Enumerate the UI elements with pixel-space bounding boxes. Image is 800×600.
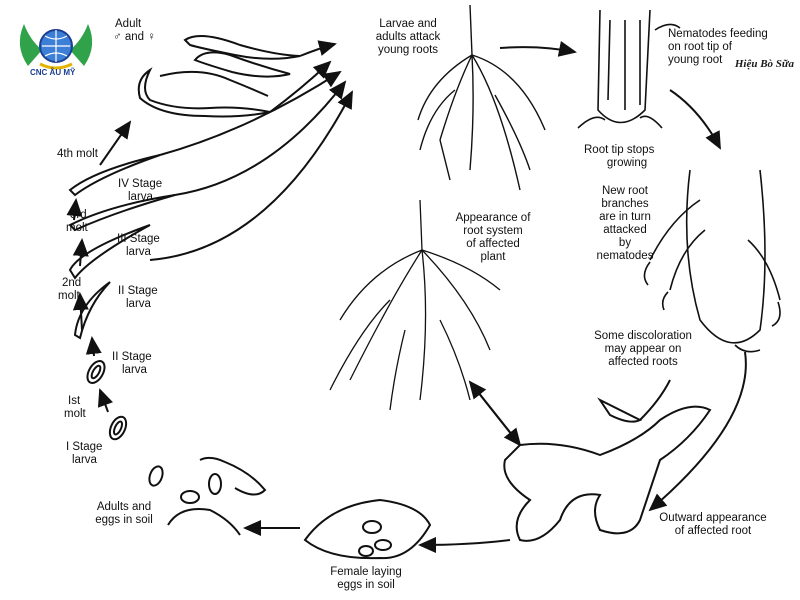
label-stage3-2: larva [126, 246, 151, 258]
label-outward-2: of affected root [674, 525, 752, 537]
label-molt4: 4th molt [57, 148, 98, 160]
root-tip [577, 9, 681, 129]
galled-root [643, 169, 781, 353]
label-appearance-4: plant [480, 251, 506, 263]
label-stage2b-1: II Stage [118, 285, 158, 297]
label-appearance-3: of affected [466, 238, 520, 250]
label-larvae-attack-2: adults attack [375, 31, 441, 43]
label-new-root-3: are in turn [599, 211, 651, 223]
label-outward-1: Outward appearance [659, 512, 767, 524]
affected-root-system [329, 199, 501, 411]
adult-worms [137, 35, 301, 118]
label-molt2-1: 2nd [62, 277, 82, 289]
label-molt3-1: 3rd [70, 209, 87, 221]
label-nematode-2: on root tip of [668, 41, 732, 53]
label-stage4-1: IV Stage [118, 178, 163, 190]
label-root-tip-2: growing [606, 157, 648, 169]
young-root-system [417, 4, 546, 191]
label-new-root-4: attacked [603, 224, 647, 236]
label-larvae-attack-1: Larvae and [379, 18, 437, 30]
label-molt1-2: molt [64, 408, 86, 420]
label-stage1-2: larva [72, 454, 97, 466]
label-new-root-5: by [618, 237, 632, 249]
larval-stages [68, 154, 176, 340]
affected-root-outline [503, 379, 712, 542]
label-female-1: Female laying [330, 566, 402, 578]
female-nematode [303, 498, 432, 560]
label-adults-eggs-1: Adults and [96, 501, 152, 513]
label-appearance-2: root system [463, 225, 523, 237]
label-adult-sex: ♂ and ♀ [113, 31, 156, 43]
label-discolor-2: may appear on [604, 343, 682, 355]
label-molt2-2: molt [58, 290, 80, 302]
label-new-root-1: New root [601, 185, 649, 197]
label-new-root-6: nematodes [596, 250, 654, 262]
label-root-tip-1: Root tip stops [584, 144, 655, 156]
label-nematode-1: Nematodes feeding [668, 28, 768, 40]
curves-to-roots [149, 40, 747, 553]
label-stage1-1: I Stage [66, 441, 103, 453]
label-adult: Adult [115, 18, 142, 30]
logo-text: CNC ÂU MỸ [30, 68, 76, 77]
label-molt1-1: Ist [68, 395, 81, 407]
eggs-larvae [86, 360, 164, 487]
label-stage2b-2: larva [126, 298, 151, 310]
double-arrow [468, 380, 522, 447]
label-larvae-attack-3: young roots [377, 44, 439, 56]
label-nematode-3: young root [668, 54, 723, 66]
label-appearance-1: Appearance of [455, 212, 531, 224]
label-stage3-1: III Stage [117, 233, 160, 245]
label-stage2a-2: larva [122, 364, 147, 376]
watermark-text: Hiệu Bò Sữa [734, 58, 794, 70]
label-adults-eggs-2: eggs in soil [95, 514, 153, 526]
label-molt3-2: molt [66, 222, 88, 234]
brand-logo [8, 6, 104, 86]
label-stage2a-1: II Stage [112, 351, 152, 363]
adults-eggs-soil [167, 456, 267, 536]
left-arrows [66, 120, 132, 413]
label-female-2: eggs in soil [337, 579, 395, 591]
label-discolor-3: affected roots [608, 356, 678, 368]
label-stage4-2: larva [128, 191, 153, 203]
label-new-root-2: branches [601, 198, 649, 210]
label-discolor-1: Some discoloration [594, 330, 692, 342]
